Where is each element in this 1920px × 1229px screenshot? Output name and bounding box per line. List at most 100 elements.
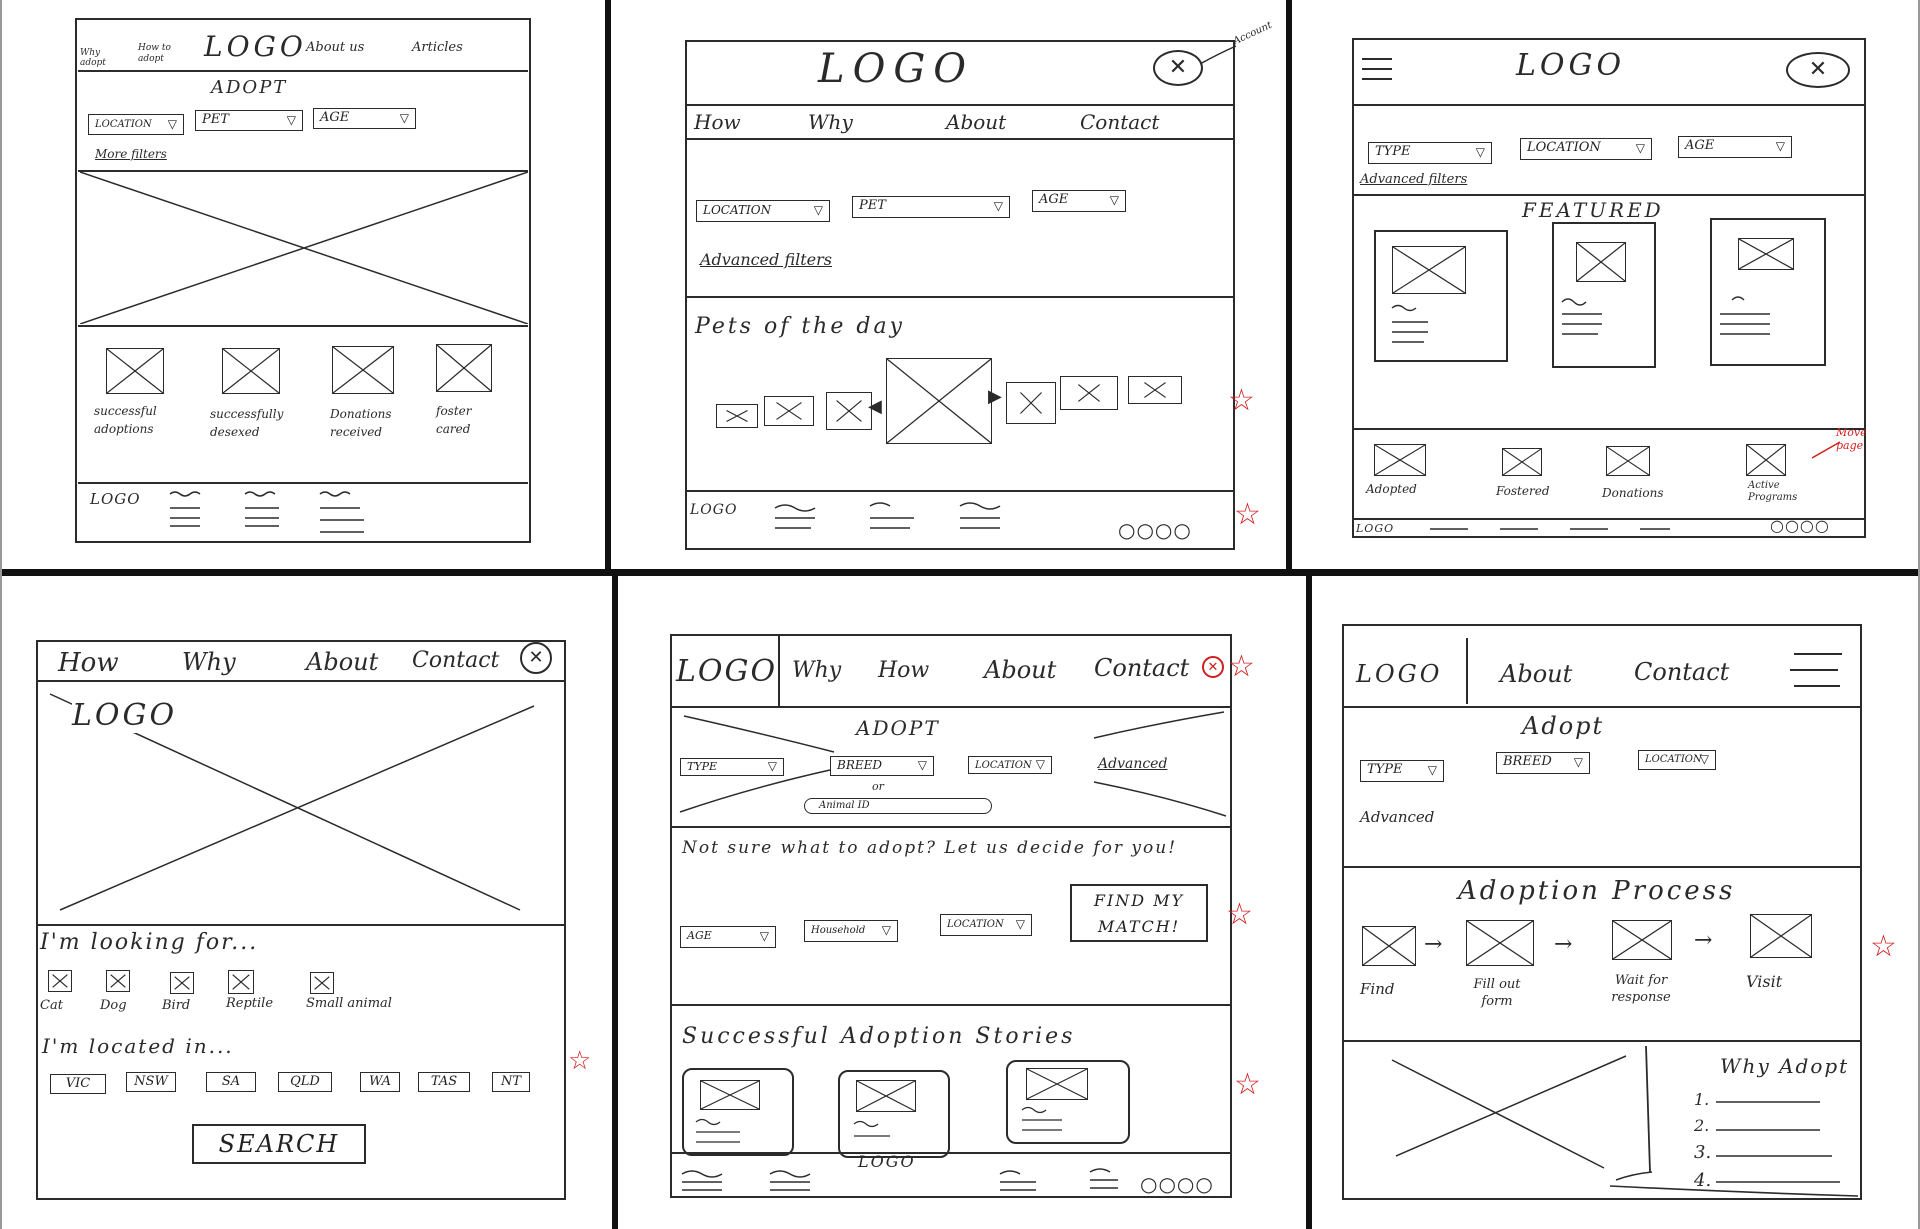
age-select[interactable]: AGE▽ <box>1032 190 1126 212</box>
carousel-next-icon[interactable]: ▶ <box>988 386 1002 407</box>
location-select-match[interactable]: LOCATION▽ <box>940 914 1032 936</box>
pet-select[interactable]: PET▽ <box>195 110 303 131</box>
nav-how[interactable]: How <box>878 658 930 683</box>
nav-contact[interactable]: Contact <box>1080 110 1160 134</box>
account-close-icon[interactable]: ✕ <box>1153 50 1203 86</box>
animal-id-search[interactable]: Animal ID <box>804 798 992 814</box>
divider-horizontal <box>0 569 1920 576</box>
hero-image-placeholder <box>80 172 528 324</box>
divider-vertical-right-top <box>1286 0 1292 575</box>
breed-select[interactable]: BREED▽ <box>830 756 934 776</box>
carousel-prev-icon[interactable]: ◀ <box>868 396 882 417</box>
location-select[interactable]: LOCATION▽ <box>968 756 1052 774</box>
state-wa[interactable]: WA <box>360 1072 400 1092</box>
logo[interactable]: LOGO <box>1356 660 1443 688</box>
nav-why[interactable]: Why <box>808 110 853 134</box>
featured-card-3-text <box>1720 296 1770 335</box>
nav-contact[interactable]: Contact <box>1634 658 1730 686</box>
process-bottom-line <box>1344 1040 1860 1042</box>
carousel-item-3[interactable] <box>826 392 872 430</box>
social-icons[interactable]: ○○○○ <box>1140 1172 1214 1196</box>
nav-about[interactable]: About <box>946 110 1007 134</box>
stat-label-fostered: Fostered <box>1496 484 1550 498</box>
carousel-item-4[interactable] <box>1006 382 1056 424</box>
footer-links <box>169 491 364 533</box>
location-select[interactable]: LOCATION▽ <box>88 114 184 135</box>
why-adopt-item-4: 4. <box>1694 1170 1712 1191</box>
red-star-icon: ☆ <box>1228 649 1255 684</box>
search-button[interactable]: SEARCH <box>192 1124 366 1164</box>
animal-checkbox-dog[interactable] <box>106 970 130 992</box>
close-circle-icon[interactable]: ✕ <box>520 642 552 674</box>
red-star-icon: ☆ <box>1234 1067 1261 1102</box>
nav-about[interactable]: About <box>1500 660 1573 688</box>
animal-checkbox-cat[interactable] <box>48 970 72 992</box>
animal-checkbox-small-animal[interactable] <box>310 972 334 994</box>
nav-about-us[interactable]: About us <box>306 40 365 55</box>
close-circle-icon[interactable]: ✕ <box>1786 52 1850 88</box>
logo[interactable]: LOGO <box>204 30 307 63</box>
step-arrow-1: → <box>1424 932 1443 957</box>
nav-about[interactable]: About <box>984 656 1057 684</box>
household-select[interactable]: Household▽ <box>804 920 898 942</box>
animal-checkbox-bird[interactable] <box>170 972 194 994</box>
location-select[interactable]: LOCATION▽ <box>1520 138 1652 160</box>
type-select[interactable]: TYPE▽ <box>680 758 784 776</box>
nav-how[interactable]: How <box>694 110 741 134</box>
logo[interactable]: LOGO <box>818 46 975 92</box>
social-icons[interactable]: ○○○○ <box>1770 516 1830 535</box>
location-select[interactable]: LOCATION▽ <box>1638 750 1716 770</box>
story-card-1-text <box>695 1118 740 1143</box>
why-adopt-item-2: 2. <box>1694 1116 1710 1135</box>
carousel-item-5[interactable] <box>1060 376 1118 410</box>
find-my-match-button[interactable]: FIND MY MATCH! <box>1070 884 1208 942</box>
nav-why-adopt[interactable]: Why adopt <box>80 48 106 68</box>
stat-label-donations: Donations received <box>330 407 392 439</box>
footer-links <box>1430 528 1670 530</box>
filter-bottom-line <box>1354 194 1864 196</box>
nav-contact[interactable]: Contact <box>412 648 500 673</box>
stat-image-programs <box>1746 444 1786 476</box>
advanced-link[interactable]: Advanced <box>1098 756 1168 772</box>
why-adopt-image-placeholder <box>1391 1046 1652 1181</box>
carousel-featured-item[interactable] <box>886 358 992 444</box>
nav-how-to-adopt[interactable]: How to adopt <box>138 43 171 64</box>
nav-contact[interactable]: Contact <box>1094 654 1190 682</box>
logo[interactable]: LOGO <box>676 654 778 689</box>
location-select[interactable]: LOCATION▽ <box>696 200 830 222</box>
logo[interactable]: LOGO <box>1516 48 1626 83</box>
animal-checkbox-reptile[interactable] <box>228 970 254 994</box>
why-adopt-title: Why Adopt <box>1720 1054 1850 1078</box>
state-nsw[interactable]: NSW <box>126 1072 176 1092</box>
more-filters-link[interactable]: More filters <box>95 147 167 161</box>
carousel-item-2[interactable] <box>764 396 814 426</box>
close-circle-icon[interactable]: ✕ <box>1202 656 1224 678</box>
age-select[interactable]: AGE▽ <box>1678 136 1792 158</box>
type-select[interactable]: TYPE▽ <box>1368 142 1492 164</box>
age-select[interactable]: AGE▽ <box>680 926 776 948</box>
type-select[interactable]: TYPE▽ <box>1360 760 1444 782</box>
hamburger-menu-icon[interactable] <box>1788 650 1844 690</box>
state-nt[interactable]: NT <box>492 1072 530 1092</box>
sketch-2-frame <box>685 40 1235 550</box>
state-tas[interactable]: TAS <box>418 1072 470 1092</box>
carousel-item-1[interactable] <box>716 404 758 428</box>
breed-select[interactable]: BREED▽ <box>1496 752 1590 774</box>
carousel-item-6[interactable] <box>1128 376 1182 404</box>
hamburger-menu-icon[interactable] <box>1360 56 1394 82</box>
state-vic[interactable]: VIC <box>50 1074 106 1094</box>
advanced-filters-link[interactable]: Advanced filters <box>1360 172 1468 187</box>
advanced-link[interactable]: Advanced <box>1360 808 1435 826</box>
state-qld[interactable]: QLD <box>278 1072 332 1092</box>
age-select[interactable]: AGE▽ <box>313 108 416 129</box>
nav-why[interactable]: Why <box>792 658 842 683</box>
nav-how[interactable]: How <box>58 648 119 678</box>
advanced-filters-link[interactable]: Advanced filters <box>700 250 832 269</box>
state-sa[interactable]: SA <box>206 1072 256 1092</box>
social-icons[interactable]: ○○○○ <box>1118 518 1192 542</box>
sketch-4-frame <box>36 640 566 1200</box>
nav-articles[interactable]: Articles <box>412 40 463 55</box>
pet-select[interactable]: PET▽ <box>852 196 1010 218</box>
nav-about[interactable]: About <box>306 648 379 676</box>
nav-why[interactable]: Why <box>182 648 236 676</box>
